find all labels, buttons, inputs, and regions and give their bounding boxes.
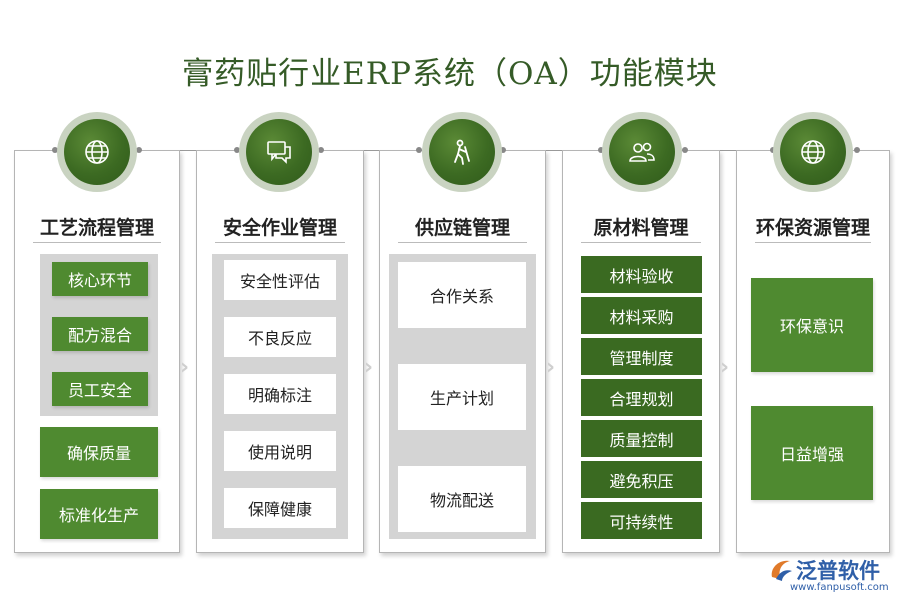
module-title: 原材料管理: [593, 217, 689, 239]
module-item[interactable]: 环保意识: [751, 278, 873, 372]
logo-url: www.fanpusoft.com: [790, 582, 889, 593]
connector-dot: [318, 147, 324, 153]
connector-dot: [854, 147, 860, 153]
module-item[interactable]: 核心环节: [52, 262, 148, 296]
connector-dot: [234, 147, 240, 153]
module-item[interactable]: 明确标注: [224, 374, 336, 414]
divider: [755, 242, 871, 243]
module-item[interactable]: 材料采购: [581, 297, 702, 334]
module-item[interactable]: 管理制度: [581, 338, 702, 375]
chat-icon: [267, 141, 291, 164]
worker-icon: [454, 139, 470, 165]
connector-dot: [500, 147, 506, 153]
module-icon-badge: [57, 112, 137, 192]
module-item[interactable]: 合作关系: [398, 262, 526, 328]
module-item[interactable]: 合理规划: [581, 379, 702, 416]
chevron-right-icon: ›: [364, 355, 374, 380]
module-title: 工艺流程管理: [39, 217, 154, 239]
connector-dot: [416, 147, 422, 153]
chevron-right-icon: ›: [180, 355, 190, 380]
divider: [581, 242, 701, 243]
brand-logo: 泛普软件 www.fanpusoft.com: [768, 555, 893, 595]
module-item[interactable]: 不良反应: [224, 317, 336, 357]
module-icon-badge: [773, 112, 853, 192]
globe-icon: [85, 140, 109, 164]
module-title: 环保资源管理: [755, 217, 870, 239]
module-item[interactable]: 保障健康: [224, 488, 336, 528]
module-item[interactable]: 日益增强: [751, 406, 873, 500]
connector-dot: [682, 147, 688, 153]
module-item[interactable]: 物流配送: [398, 466, 526, 532]
module-item[interactable]: 避免积压: [581, 461, 702, 498]
globe-icon: [801, 140, 825, 164]
connector-dot: [136, 147, 142, 153]
module-item[interactable]: 标准化生产: [40, 489, 158, 539]
module-item[interactable]: 生产计划: [398, 364, 526, 430]
logo-mark-icon: [771, 560, 792, 581]
module-title: 供应链管理: [414, 217, 510, 239]
connector-dot: [598, 147, 604, 153]
module-icon-badge: [239, 112, 319, 192]
module-item[interactable]: 安全性评估: [224, 260, 336, 300]
module-icon-badge: [602, 112, 682, 192]
divider: [33, 242, 161, 243]
module-title: 安全作业管理: [222, 217, 337, 239]
page-title: 膏药贴行业ERP系统（OA）功能模块: [182, 56, 718, 92]
logo-name: 泛普软件: [796, 559, 880, 583]
module-item[interactable]: 配方混合: [52, 317, 148, 351]
module-item[interactable]: 质量控制: [581, 420, 702, 457]
chevron-right-icon: ›: [720, 355, 730, 380]
module-item[interactable]: 确保质量: [40, 427, 158, 477]
module-item[interactable]: 员工安全: [52, 372, 148, 406]
module-item[interactable]: 使用说明: [224, 431, 336, 471]
divider: [215, 242, 345, 243]
connector-dot: [52, 147, 58, 153]
divider: [398, 242, 527, 243]
chevron-right-icon: ›: [546, 355, 556, 380]
module-item[interactable]: 材料验收: [581, 256, 702, 293]
users-icon: [629, 142, 655, 162]
module-icon-badge: [422, 112, 502, 192]
module-item[interactable]: 可持续性: [581, 502, 702, 539]
